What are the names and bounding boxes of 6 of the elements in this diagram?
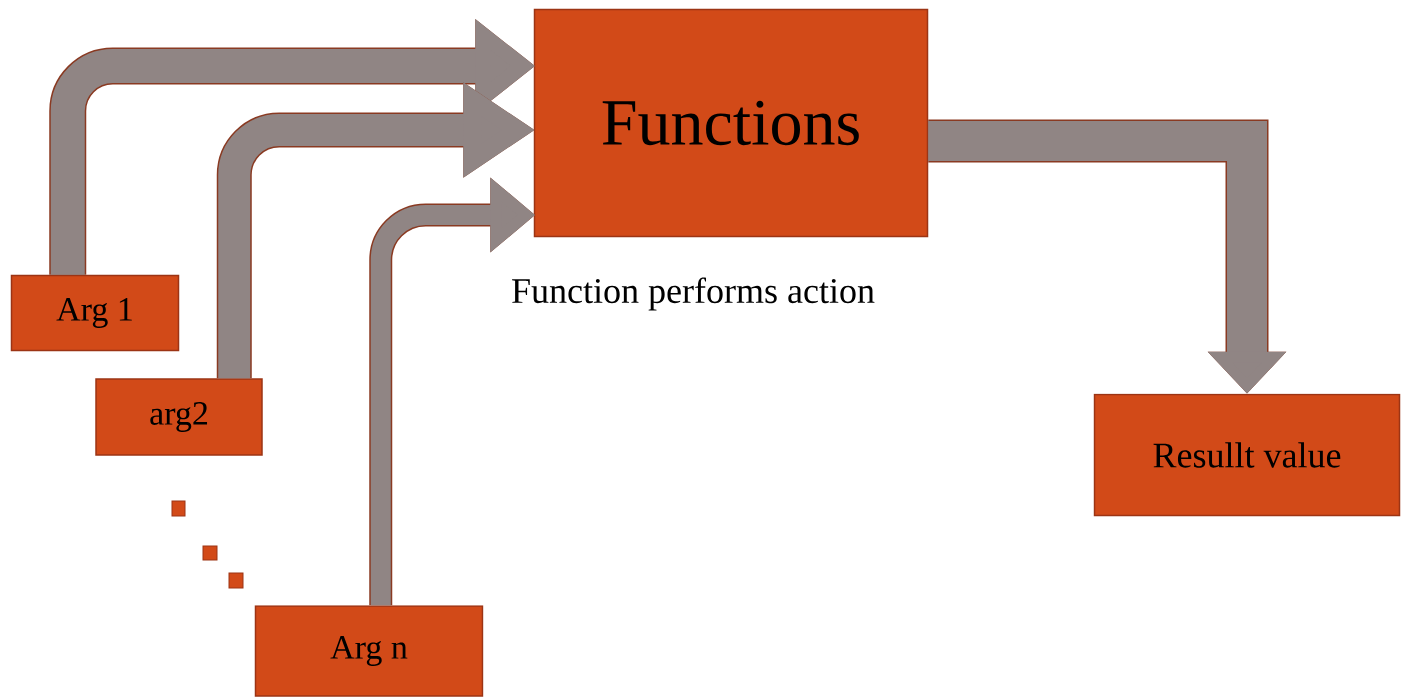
process-box: Resullt value: [1093, 393, 1401, 517]
process-box: Functions: [533, 8, 929, 238]
node-label: Function performs action: [512, 277, 875, 311]
process-box: arg2: [95, 378, 263, 456]
process-box: Arg 1: [10, 274, 180, 352]
process-box: Arg n: [254, 605, 484, 697]
